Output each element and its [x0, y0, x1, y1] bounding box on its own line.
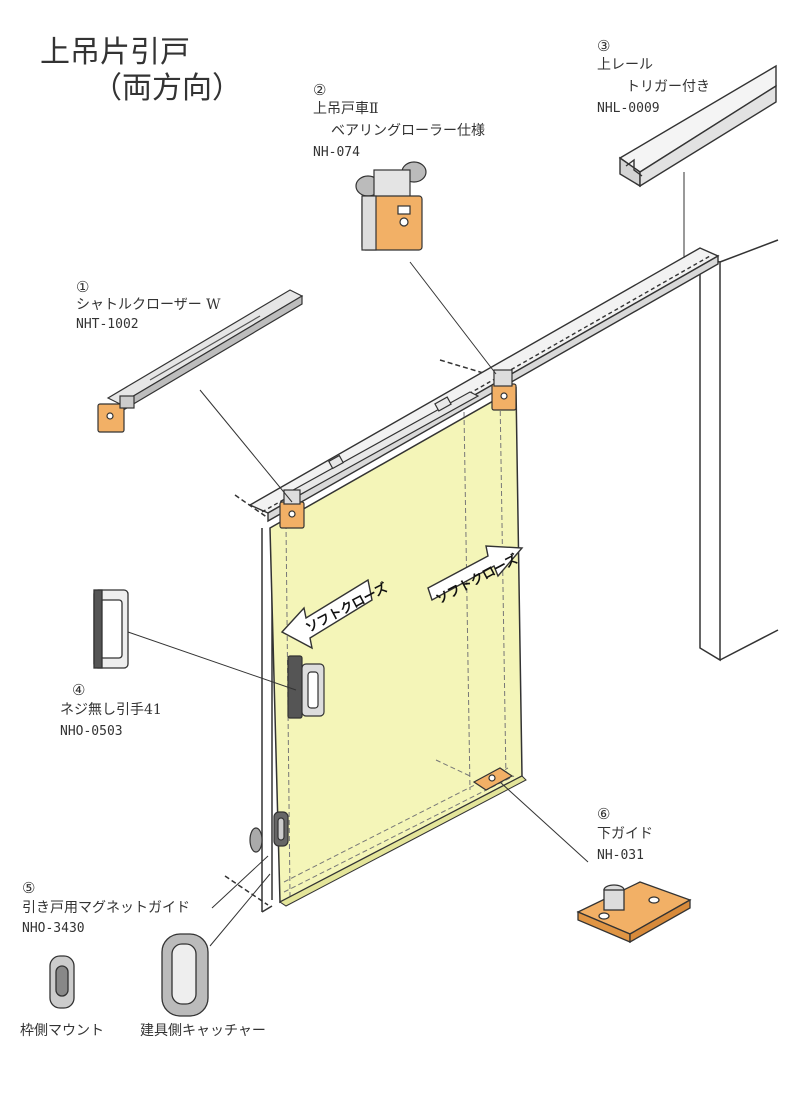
part5-name: 引き戸用マグネットガイド	[22, 900, 190, 916]
part4-name: ネジ無し引手41	[60, 702, 162, 718]
part6-code: NH-031	[597, 848, 644, 863]
part2-code: NH-074	[313, 145, 360, 160]
part4-number: ④	[72, 681, 86, 699]
part2-number: ②	[313, 81, 327, 99]
part6-number: ⑥	[597, 805, 611, 823]
part1-name: シャトルクローザー W	[76, 297, 221, 313]
part4-code: NHO-0503	[60, 724, 123, 739]
leader-lines	[127, 172, 685, 947]
part2-name-1: 上吊戸車Ⅱ	[313, 101, 379, 117]
part5-number: ⑤	[22, 879, 36, 897]
handle-installed	[287, 655, 325, 719]
door-panel	[269, 386, 527, 907]
door-catcher-label: 建具側キャッチャー	[140, 1023, 266, 1039]
wall-frame	[224, 239, 779, 913]
flush-handle-illustration	[93, 589, 129, 669]
magnet-frame-installed	[249, 811, 289, 853]
part3-code: NHL-0009	[597, 101, 660, 116]
part1-number: ①	[76, 278, 90, 296]
title-line2: （両方向）	[92, 71, 242, 106]
roller-hanger-illustration	[355, 161, 427, 251]
part3-number: ③	[597, 37, 611, 55]
part1-code: NHT-1002	[76, 317, 139, 332]
bottom-guide-installed	[472, 767, 514, 791]
part5-code: NHO-3430	[22, 921, 85, 936]
bottom-guide-illustration	[576, 881, 692, 944]
frame-mount-label: 枠側マウント	[20, 1023, 104, 1039]
shuttle-closer-illustration	[97, 289, 304, 433]
part6-name: 下ガイド	[597, 826, 653, 842]
door-catcher-illustration	[161, 933, 209, 1017]
part3-name-1: 上レール	[597, 57, 653, 73]
hanger-right	[491, 369, 517, 411]
frame-mount-illustration	[49, 955, 75, 1009]
part2-name-2: ベアリングローラー仕様	[331, 123, 485, 139]
hanger-left	[279, 489, 305, 529]
title-line1: 上吊片引戸	[40, 35, 190, 70]
part3-name-2: トリガー付き	[626, 79, 710, 95]
top-rail-illustration	[618, 64, 777, 188]
